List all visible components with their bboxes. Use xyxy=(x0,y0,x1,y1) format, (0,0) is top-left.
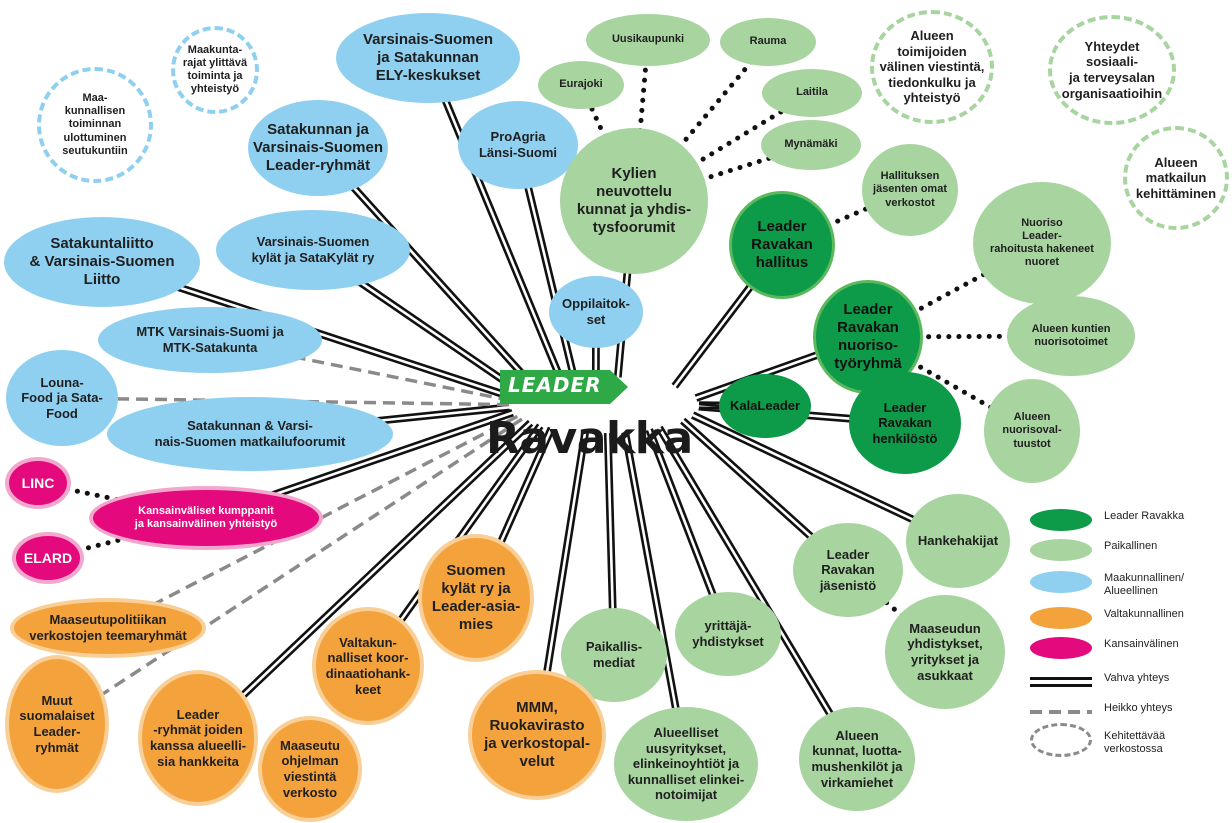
weak-link-louna xyxy=(61,396,510,407)
leader-logo-shape xyxy=(500,370,628,404)
node-nuoriso-leader: Nuoriso Leader- rahoitusta hakeneet nuor… xyxy=(973,182,1111,304)
legend-item-leader: Leader Ravakka xyxy=(1030,505,1230,535)
node-maakunnallisen: Maa- kunnallisen toiminnan ulottuminen s… xyxy=(37,67,153,183)
weak-link-muut xyxy=(56,417,523,726)
node-rauma: Rauma xyxy=(720,18,816,66)
legend-label: Heikko yhteys xyxy=(1104,702,1173,714)
node-alueen-kunnat: Alueen kunnat, luotta- mushenkilöt ja vi… xyxy=(799,707,915,811)
node-leader-ryhmat-sv: Satakunnan ja Varsinais-Suomen Leader-ry… xyxy=(248,100,388,196)
node-matkailu: Satakunnan & Varsi- nais-Suomen matkailu… xyxy=(107,397,393,471)
node-elard: ELARD xyxy=(12,532,84,584)
legend-item-national: Valtakunnallinen xyxy=(1030,603,1230,633)
legend-label: Leader Ravakka xyxy=(1104,510,1185,522)
node-maaseutuohjelman: Maaseutu ohjelman viestintä verkosto xyxy=(258,716,362,822)
legend-swatch-weak xyxy=(1030,710,1092,714)
node-henkilosto: Leader Ravakan henkilöstö xyxy=(849,372,961,474)
node-maaseudun: Maaseudun yhdistykset, yritykset ja asuk… xyxy=(885,595,1005,709)
leader-logo-text: LEADER xyxy=(508,373,602,397)
node-leader-ryhmat-alue: Leader -ryhmät joiden kanssa alueelli- s… xyxy=(138,670,258,806)
legend-swatch-planned xyxy=(1030,723,1092,757)
node-yhteydet: Yhteydet sosiaali- ja terveysalan organi… xyxy=(1048,15,1176,125)
node-ely: Varsinais-Suomen ja Satakunnan ELY-kesku… xyxy=(336,13,520,103)
leader-logo: LEADER xyxy=(500,367,628,407)
node-suomen-kylat: Suomen kylät ry ja Leader-asia- mies xyxy=(418,534,534,662)
node-proagria: ProAgria Länsi-Suomi xyxy=(458,101,578,189)
legend-swatch-local xyxy=(1030,539,1092,561)
strong-link-leader-ryhmat-alue-0 xyxy=(195,419,530,738)
strong-link-leader-ryhmat-alue-1 xyxy=(198,423,534,741)
node-hankehakijat: Hankehakijat xyxy=(906,494,1010,588)
node-alueen-toimijoiden: Alueen toimijoiden välinen viestintä, ti… xyxy=(870,10,994,124)
node-mmm: MMM, Ruokavirasto ja verkostopal- velut xyxy=(468,670,606,800)
center-title: Ravakka xyxy=(486,413,693,464)
node-uusikaupunki: Uusikaupunki xyxy=(586,14,710,66)
legend-item-weak: Heikko yhteys xyxy=(1030,697,1230,727)
node-jasenisto: Leader Ravakan jäsenistö xyxy=(793,523,903,617)
legend-item-strong: Vahva yhteys xyxy=(1030,667,1230,697)
node-louna: Louna- Food ja Sata- Food xyxy=(6,350,118,446)
legend-item-planned: Kehitettävää verkostossa xyxy=(1030,723,1230,757)
legend-label: Vahva yhteys xyxy=(1104,672,1170,684)
node-laitila: Laitila xyxy=(762,69,862,117)
legend-item-local: Paikallinen xyxy=(1030,535,1230,565)
node-satakuntaliitto: Satakuntaliitto & Varsinais-Suomen Liitt… xyxy=(4,217,200,307)
node-oppilaitokset: Oppilaitok- set xyxy=(549,276,643,348)
strong-link-alueen-kunnat-0 xyxy=(655,428,856,761)
dotted-link-nuorisotyoryhma-nuoriso-leader xyxy=(865,240,1045,340)
node-kylat: Varsinais-Suomen kylät ja SataKylät ry xyxy=(216,210,410,290)
legend-item-regional: Maakunnallinen/ Alueellinen xyxy=(1030,567,1230,597)
node-yrittaja: yrittäjä- yhdistykset xyxy=(675,592,781,676)
node-valtakunnalliset: Valtakun- nalliset koor- dinaatiohank- k… xyxy=(312,607,424,725)
legend-swatch-regional xyxy=(1030,571,1092,593)
legend-item-intl: Kansainvälinen xyxy=(1030,633,1230,663)
node-hallituksen: Hallituksen jäsenten omat verkostot xyxy=(862,144,958,236)
legend-label: Paikallinen xyxy=(1104,540,1158,552)
legend-swatch-strong xyxy=(1030,677,1092,687)
node-muut: Muut suomalaiset Leader- ryhmät xyxy=(5,655,109,793)
node-mtk: MTK Varsinais-Suomi ja MTK-Satakunta xyxy=(98,307,322,373)
node-nuorisotyoryhma: Leader Ravakan nuoriso- työryhmä xyxy=(813,280,923,394)
legend-swatch-intl xyxy=(1030,637,1092,659)
dotted-link-hallitus-hallituksen xyxy=(779,187,913,248)
strong-link-ely-1 xyxy=(424,58,560,382)
node-nuorisotoimet: Alueen kuntien nuorisotoimet xyxy=(1007,296,1135,376)
dotted-link-nuorisotyoryhma-nuorisotoimet xyxy=(865,333,1074,340)
legend-label: Kehitettävää verkostossa xyxy=(1104,730,1166,756)
node-alueelliset: Alueelliset uusyritykset, elinkeinoyhtiö… xyxy=(614,707,758,821)
node-matkailun: Alueen matkailun kehittäminen xyxy=(1123,126,1229,230)
dotted-link-kylien-uusikaupunki xyxy=(631,37,651,204)
legend-label: Kansainvälinen xyxy=(1104,638,1179,650)
node-linc: LINC xyxy=(5,457,71,509)
legend-label: Valtakunnallinen xyxy=(1104,608,1184,620)
node-nuorisovaltuustot: Alueen nuorisoval- tuustot xyxy=(984,379,1080,483)
node-kalaleader: KalaLeader xyxy=(719,374,811,438)
node-maakunta-rajat: Maakunta- rajat ylittävä toiminta ja yht… xyxy=(171,26,259,114)
legend-swatch-national xyxy=(1030,607,1092,629)
legend-label: Maakunnallinen/ Alueellinen xyxy=(1104,572,1185,598)
node-mynamaki: Mynämäki xyxy=(761,120,861,170)
node-maaseutupolitiikan: Maaseutupolitiikan verkostojen teemaryhm… xyxy=(10,598,206,658)
strong-link-ely-0 xyxy=(429,56,565,380)
legend-swatch-leader xyxy=(1030,509,1092,531)
node-hallitus: Leader Ravakan hallitus xyxy=(729,191,835,299)
node-eurajoki: Eurajoki xyxy=(538,61,624,109)
node-kansainvaliset: Kansainväliset kumppanit ja kansainvälin… xyxy=(89,486,323,550)
dotted-link-kylien-rauma xyxy=(631,39,771,204)
strong-link-alueen-kunnat-1 xyxy=(660,425,861,759)
node-kylien: Kylien neuvottelu kunnat ja yhdis- tysfo… xyxy=(560,128,708,274)
